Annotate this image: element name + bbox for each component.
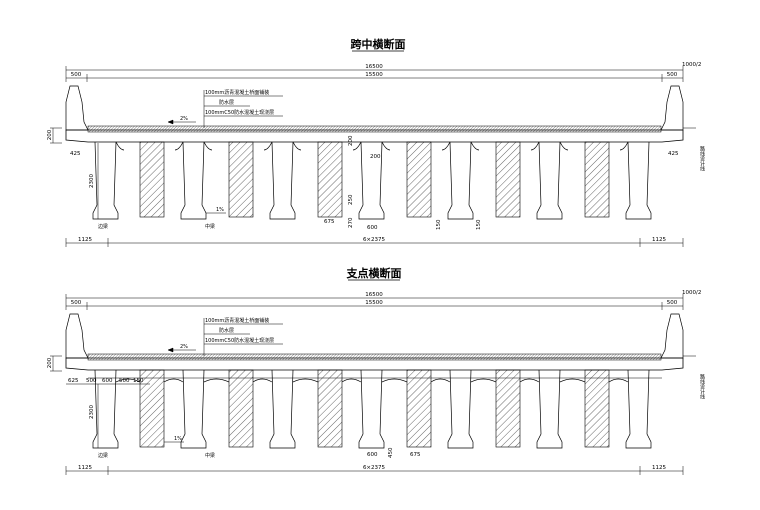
layer-concrete-label: 100mmC50防水混凝土现浇层 — [205, 109, 274, 116]
bottom-span-label: 6×2375 — [363, 465, 386, 471]
overall-width-label: 16500 — [365, 292, 383, 298]
overhang-left-label: 425 — [70, 151, 81, 157]
bottom-dimensions — [65, 466, 684, 475]
cross-slope-label: 2% — [180, 344, 188, 350]
d-150a-label: 150 — [436, 219, 442, 230]
pavement-layer — [87, 125, 662, 133]
bottom-right-label: 1125 — [652, 465, 666, 471]
left-barrier — [65, 85, 89, 131]
top-dimensions — [65, 66, 684, 82]
slope-ratio-label: 1000/2 — [682, 290, 701, 296]
layer-waterproof-label: 防水层 — [219, 327, 234, 334]
deck-slab — [65, 129, 684, 143]
side-beam-label: 边梁 — [98, 223, 108, 230]
d-600-label: 600 — [367, 225, 378, 231]
d-675-label: 675 — [410, 452, 421, 458]
section-title: 跨中横断面 — [351, 37, 406, 51]
bottom-right-label: 1125 — [652, 237, 666, 243]
overhang-left-label: 625 — [68, 378, 79, 384]
girders — [92, 141, 652, 220]
deck-height-label: 200 — [47, 357, 53, 368]
centerline-label: 路线设计线 — [699, 373, 705, 399]
dim-150-label: 150 — [133, 378, 144, 384]
pavement-layer — [87, 353, 662, 361]
d-250-label: 250 — [348, 194, 354, 205]
left-vertical-dims — [50, 127, 99, 219]
layer-callout — [167, 318, 283, 356]
centerline-label: 路线设计线 — [699, 145, 705, 171]
section-midspan: 跨中横断面 16500 15500 500 500 1000/2 — [47, 37, 705, 247]
d-200b-label: 200 — [370, 154, 381, 160]
section-support: 支点横断面 16500 15500 500 500 1000/2 — [47, 266, 705, 475]
top-dimensions — [65, 294, 684, 310]
layer-waterproof-label: 防水层 — [219, 99, 234, 106]
mid-beam-label: 中梁 — [205, 452, 215, 459]
layer-asphalt-label: 100mm沥青混凝土桥面铺装 — [205, 89, 269, 96]
layer-callout — [167, 90, 283, 128]
left-vertical-dims — [50, 355, 150, 448]
d-600-label: 600 — [367, 452, 378, 458]
overhang-right-label: 425 — [668, 151, 679, 157]
wet-joints — [139, 369, 610, 448]
d-200a-label: 200 — [348, 135, 354, 146]
girders — [92, 369, 652, 449]
left-edge-label: 500 — [71, 300, 82, 306]
right-barrier — [660, 313, 684, 359]
dim-500a-label: 500 — [86, 378, 97, 384]
layer-asphalt-label: 100mm沥青混凝土桥面铺装 — [205, 317, 269, 324]
d-675-label: 675 — [324, 219, 335, 225]
bottom-left-label: 1125 — [78, 465, 92, 471]
dim-600-label: 600 — [102, 378, 113, 384]
slope-ratio-label: 1000/2 — [682, 62, 701, 68]
cross-slope-label: 2% — [180, 116, 188, 122]
mid-beam-label: 中梁 — [205, 223, 215, 230]
section-title: 支点横断面 — [346, 266, 402, 280]
layer-concrete-label: 100mmC50防水混凝土现浇层 — [205, 337, 274, 344]
girder-height-label: 2300 — [89, 405, 95, 419]
bottom-dimensions — [65, 238, 684, 247]
inner-width-label: 15500 — [365, 300, 383, 306]
left-edge-label: 500 — [71, 72, 82, 78]
left-barrier — [65, 313, 89, 359]
d-150b-label: 150 — [476, 219, 482, 230]
dim-500b-label: 500 — [119, 378, 130, 384]
girder-height-label: 2300 — [89, 174, 95, 188]
slope-1pct-label: 1% — [216, 207, 224, 213]
inner-width-label: 15500 — [365, 72, 383, 78]
wet-joints — [139, 141, 610, 218]
d-270-label: 270 — [348, 217, 354, 228]
right-edge-label: 500 — [667, 300, 678, 306]
right-barrier — [660, 85, 684, 131]
bottom-span-label: 6×2375 — [363, 237, 386, 243]
deck-slab — [65, 357, 684, 371]
overall-width-label: 16500 — [365, 64, 383, 70]
slope-1pct-label: 1% — [174, 436, 182, 442]
d-450-label: 450 — [388, 447, 394, 458]
right-edge-label: 500 — [667, 72, 678, 78]
side-beam-label: 边梁 — [98, 452, 108, 459]
deck-height-label: 200 — [47, 129, 53, 140]
bottom-left-label: 1125 — [78, 237, 92, 243]
